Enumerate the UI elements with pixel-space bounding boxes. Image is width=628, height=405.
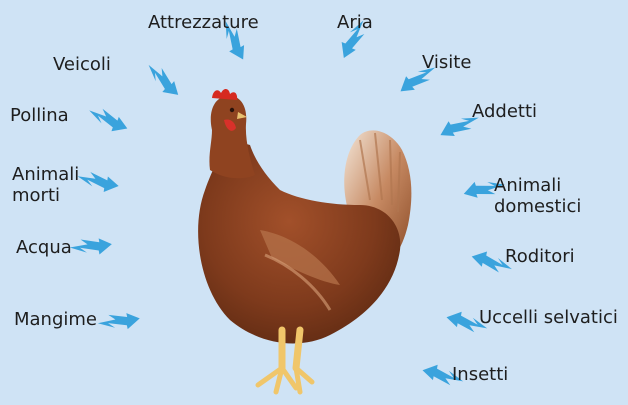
label-aria: Aria — [337, 12, 373, 33]
label-uccelli-selvatici: Uccelli selvatici — [479, 307, 618, 328]
label-animali-domestici-line1: Animali — [494, 175, 581, 196]
arrow-mangime — [97, 309, 142, 335]
label-animali-morti-line1: Animali — [12, 164, 79, 185]
label-roditori: Roditori — [505, 246, 575, 267]
label-visite: Visite — [422, 52, 471, 73]
label-animali-morti: Animali morti — [12, 164, 79, 206]
arrow-veicoli — [141, 60, 185, 101]
arrow-pollina — [85, 105, 131, 136]
label-attrezzature: Attrezzature — [148, 12, 259, 33]
label-addetti: Addetti — [472, 101, 537, 122]
label-animali-morti-line2: morti — [12, 185, 79, 206]
label-animali-domestici: Animali domestici — [494, 175, 581, 217]
hen-illustration — [198, 89, 411, 392]
arrow-animali-morti — [76, 170, 120, 194]
label-acqua: Acqua — [16, 237, 72, 258]
label-mangime: Mangime — [14, 309, 97, 330]
label-pollina: Pollina — [10, 105, 69, 126]
label-insetti: Insetti — [452, 364, 508, 385]
arrow-acqua — [69, 234, 113, 259]
label-animali-domestici-line2: domestici — [494, 196, 581, 217]
label-veicoli: Veicoli — [53, 54, 111, 75]
